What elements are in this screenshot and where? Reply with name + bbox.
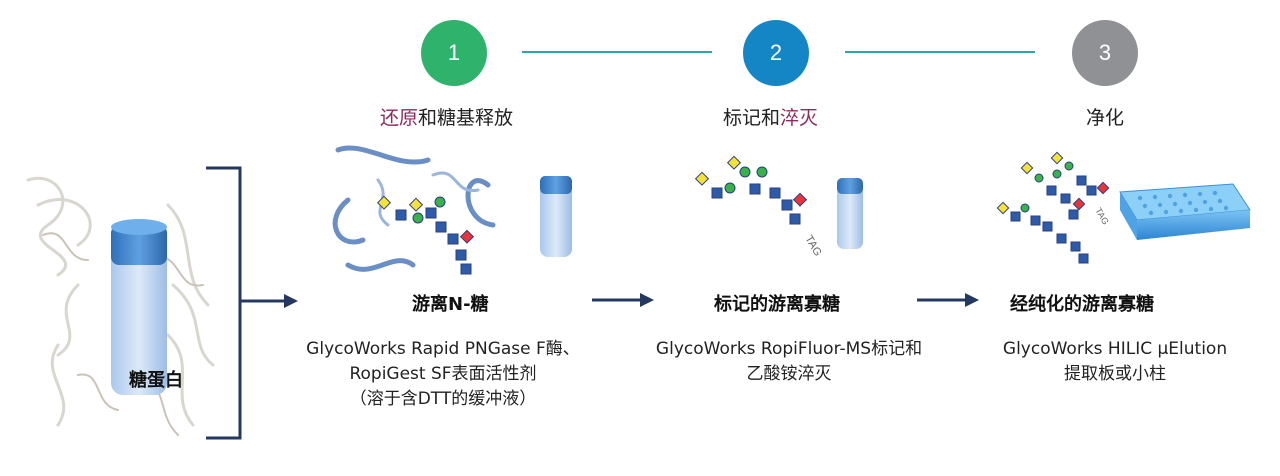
step-1-number: 1 <box>447 40 461 65</box>
step-3-label-part-1: 净化 <box>1086 107 1125 129</box>
glycoprotein-illustration <box>26 176 215 436</box>
stage-3-desc-line-1: GlycoWorks HILIC μElution <box>1002 339 1228 359</box>
bracket-arrow <box>206 166 298 440</box>
step-1-label: 还原和糖基释放 <box>380 103 513 130</box>
stage-1-desc-line-1: GlycoWorks Rapid PNGase F酶、 <box>306 339 580 359</box>
stage-2-illustration: TAG <box>694 155 863 259</box>
step-1-label-part-2: 和糖基释放 <box>418 107 514 129</box>
step-2-label-part-2: 淬灭 <box>780 107 819 129</box>
stage-2-description: GlycoWorks RopiFluor-MS标记和 乙酸铵淬灭 <box>628 337 950 387</box>
stage-2-title: 标记的游离寡糖 <box>714 294 840 315</box>
step-2-number: 2 <box>769 40 783 65</box>
stage-3-description: GlycoWorks HILIC μElution 提取板或小柱 <box>975 337 1255 387</box>
stage-1-description: GlycoWorks Rapid PNGase F酶、 RopiGest SF表… <box>290 337 596 412</box>
stage-3-tag: TAG <box>1093 206 1111 226</box>
step-1-label-part-1: 还原 <box>380 107 419 129</box>
stage-3-title: 经纯化的游离寡糖 <box>1010 294 1154 315</box>
step-2-circle: 2 <box>743 20 809 86</box>
stage-2-tag: TAG <box>802 234 823 259</box>
arrow-stage-2-to-3 <box>917 293 979 307</box>
stage-3-illustration: TAG <box>996 151 1251 264</box>
arrow-stage-1-to-2 <box>592 293 654 307</box>
connector-line-2-3 <box>845 51 1035 53</box>
start-label: 糖蛋白 <box>129 370 183 391</box>
stage-3-desc-line-2: 提取板或小柱 <box>1064 364 1166 384</box>
step-2-label-part-1: 标记和 <box>723 107 781 129</box>
stage-1-illustration <box>332 145 572 275</box>
connector-line-1-2 <box>522 51 712 53</box>
step-2-label: 标记和淬灭 <box>723 103 818 130</box>
step-3-circle: 3 <box>1072 20 1138 86</box>
stage-1-title: 游离N-糖 <box>412 294 489 315</box>
stage-2-desc-line-1: GlycoWorks RopiFluor-MS标记和 <box>655 339 923 359</box>
stage-1-desc-line-2: RopiGest SF表面活性剂 <box>349 364 537 384</box>
stage-2-desc-line-2: 乙酸铵淬灭 <box>746 364 832 384</box>
step-3-label: 净化 <box>1086 103 1124 130</box>
step-1-circle: 1 <box>421 20 487 86</box>
stage-1-desc-line-3: （溶于含DTT的缓冲液） <box>349 389 537 409</box>
step-3-number: 3 <box>1098 40 1112 65</box>
